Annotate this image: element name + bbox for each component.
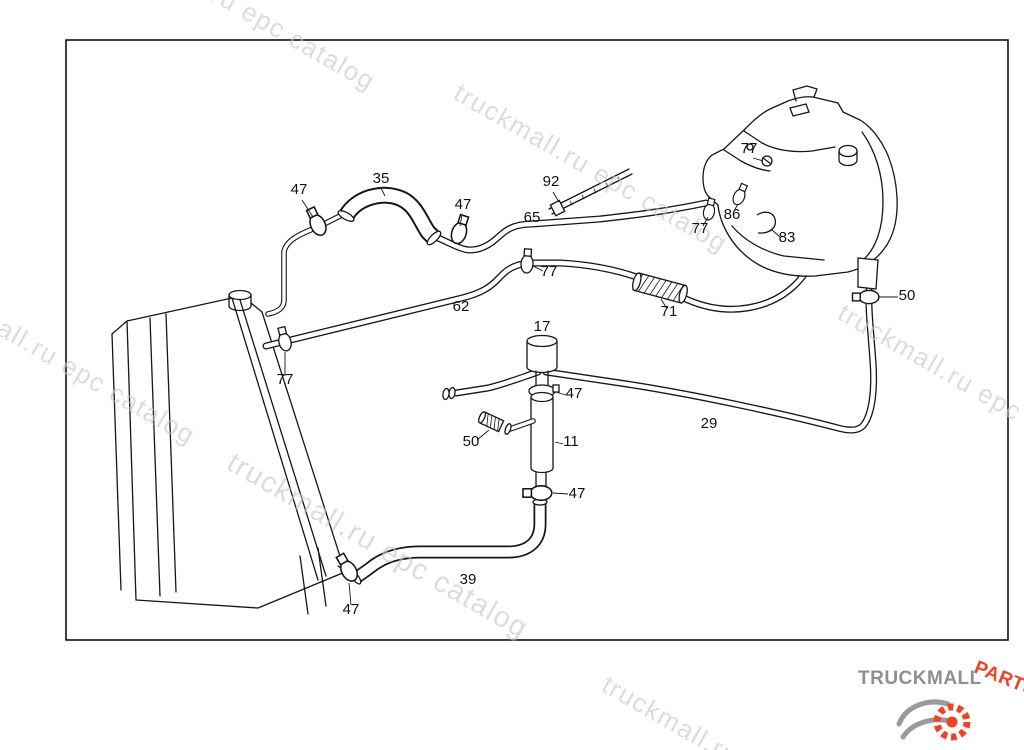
part-label-47: 47 (291, 181, 308, 198)
coupling-71 (632, 272, 688, 304)
logo-name: TRUCKMALL (858, 668, 982, 689)
part-label-77: 77 (741, 140, 758, 157)
watermark-text: truckmall.ru epc catalog (597, 669, 881, 750)
part-label-11: 11 (563, 433, 579, 450)
bracket-83 (756, 211, 777, 234)
part-label-92: 92 (543, 173, 560, 190)
brand-logo: TRUCKMALL PARTS (858, 657, 1024, 741)
part-label-83: 83 (779, 229, 796, 246)
part-label-29: 29 (701, 415, 718, 432)
radiator (111, 289, 346, 615)
outlet-boss (857, 257, 879, 290)
pipe-29-lower (542, 286, 878, 434)
part-labels: 47 35 47 92 65 77 86 77 83 77 50 62 71 1… (277, 140, 916, 618)
logo-gear-icon (896, 699, 971, 741)
part-label-47: 47 (569, 485, 586, 502)
thermostat-11 (504, 391, 554, 487)
part-label-65: 65 (524, 209, 541, 226)
tank-cap (838, 144, 858, 158)
engine-assembly (702, 85, 898, 290)
connector-17 (526, 334, 558, 387)
part-label-62: 62 (453, 298, 470, 315)
part-label-86: 86 (724, 206, 741, 223)
part-label-77: 77 (692, 220, 709, 237)
pipe-62-return (262, 210, 822, 350)
label-leader-lines (284, 157, 898, 606)
hose-35-elbow (337, 186, 442, 246)
pipe-65-feed (434, 199, 710, 254)
part-label-71: 71 (661, 303, 678, 320)
part-label-35: 35 (373, 170, 390, 187)
part-label-47: 47 (455, 196, 472, 213)
radiator-filler-cap (228, 289, 252, 301)
pipe-elbow-to-radiator (265, 211, 347, 317)
fitting-50-left (477, 411, 505, 433)
part-label-47: 47 (343, 601, 360, 618)
part-label-77: 77 (541, 263, 558, 280)
part-label-77: 77 (277, 371, 294, 388)
part-label-50: 50 (463, 433, 480, 450)
logo-suffix: PARTS (971, 657, 1024, 701)
part-label-50: 50 (899, 287, 916, 304)
part-label-47: 47 (566, 385, 583, 402)
part-label-17: 17 (534, 318, 551, 335)
part-label-39: 39 (460, 571, 477, 588)
pipe-stub-open-end (442, 368, 542, 401)
cable-tie-92 (548, 168, 633, 217)
